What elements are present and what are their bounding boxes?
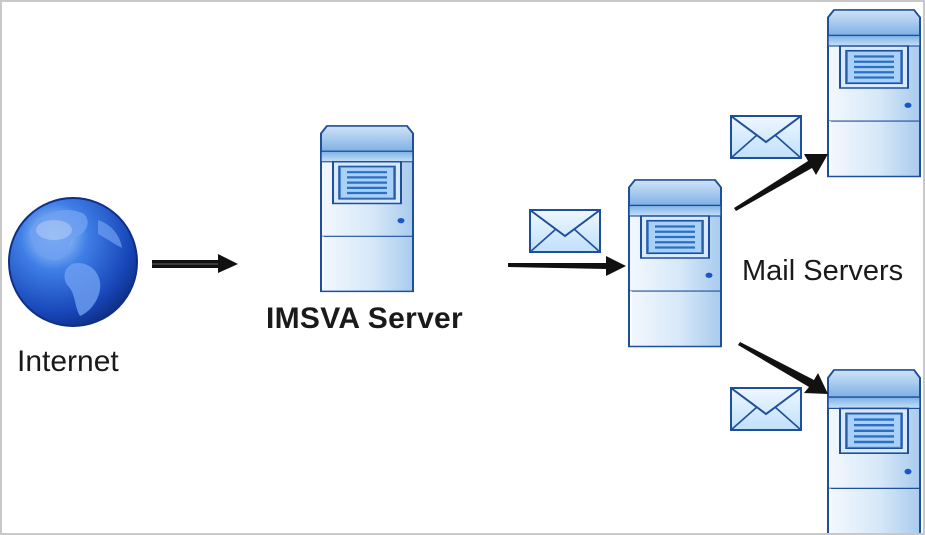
internet-label: Internet bbox=[17, 345, 119, 378]
imsva-server-icon bbox=[319, 124, 415, 293]
globe-icon bbox=[8, 197, 138, 327]
arrow-icon bbox=[734, 154, 828, 211]
envelope-icon bbox=[730, 115, 802, 159]
arrow-icon bbox=[152, 254, 238, 273]
mail-server-top-icon bbox=[826, 8, 922, 178]
mail-servers-label: Mail Servers bbox=[742, 255, 904, 287]
imsva-server-label: IMSVA Server bbox=[266, 302, 464, 335]
envelope-icon bbox=[730, 387, 802, 431]
gateway-server-icon bbox=[627, 178, 723, 348]
arrow-icon bbox=[738, 342, 828, 394]
mail-server-bottom-icon bbox=[826, 368, 922, 533]
arrow-icon bbox=[508, 256, 626, 276]
envelope-icon bbox=[529, 209, 601, 253]
